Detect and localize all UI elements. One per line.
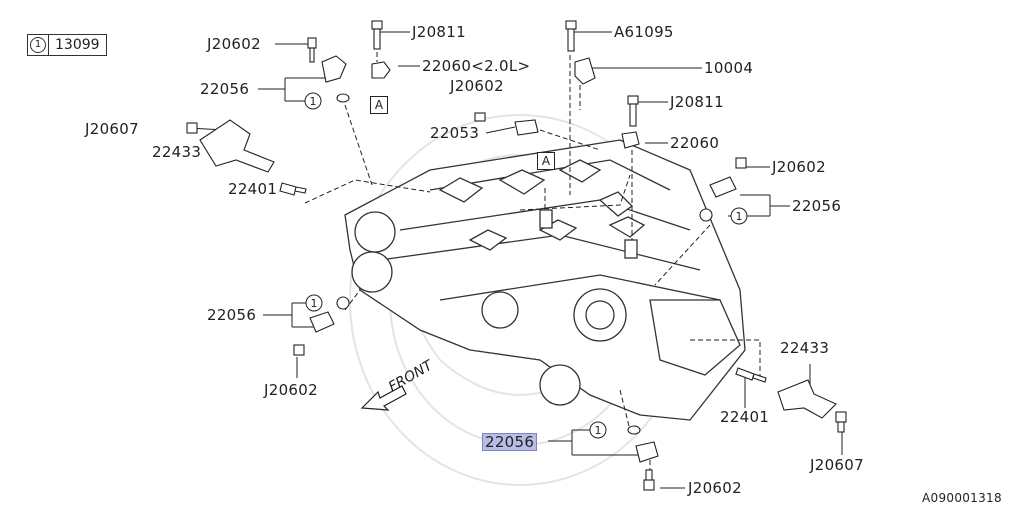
callout-j20811-b[interactable]: J20811 xyxy=(670,93,724,111)
ref-box-a-top: A xyxy=(370,96,388,114)
callout-22056-d-highlighted[interactable]: 22056 xyxy=(482,433,538,451)
circle-mark-1: 1 xyxy=(310,95,317,108)
callout-22056-b[interactable]: 22056 xyxy=(792,197,842,215)
circle-mark-2: 1 xyxy=(736,210,743,223)
callout-22056-c[interactable]: 22056 xyxy=(207,306,257,324)
key-symbol: 1 xyxy=(30,37,46,53)
circle-mark-3: 1 xyxy=(311,297,318,310)
callout-a61095[interactable]: A61095 xyxy=(614,23,674,41)
callout-22401-a[interactable]: 22401 xyxy=(228,180,278,198)
ref-box-a-center: A xyxy=(537,152,555,170)
callout-j20602-c[interactable]: J20602 xyxy=(772,158,826,176)
callout-j20602-e[interactable]: J20602 xyxy=(688,479,742,497)
circle-mark-4: 1 xyxy=(595,424,602,437)
front-arrow-icon xyxy=(360,385,407,411)
key-value: 13099 xyxy=(55,37,100,53)
callout-22060-b[interactable]: 22060 xyxy=(670,134,720,152)
callout-j20602-a[interactable]: J20602 xyxy=(207,35,261,53)
front-label: FRONT xyxy=(386,357,437,395)
callout-10004[interactable]: 10004 xyxy=(704,59,754,77)
callout-j20602-b[interactable]: J20602 xyxy=(450,77,504,95)
callout-j20811-a[interactable]: J20811 xyxy=(412,23,466,41)
callout-22056-a[interactable]: 22056 xyxy=(200,80,250,98)
callout-j20602-d[interactable]: J20602 xyxy=(264,381,318,399)
callout-j20607-a[interactable]: J20607 xyxy=(85,120,139,138)
callout-22433-a[interactable]: 22433 xyxy=(152,143,202,161)
dashed-guides xyxy=(304,52,761,478)
callout-j20607-b[interactable]: J20607 xyxy=(810,456,864,474)
key-legend: 1 13099 xyxy=(27,34,107,56)
callout-22401-b[interactable]: 22401 xyxy=(720,408,770,426)
callout-22060-2l[interactable]: 22060<2.0L> xyxy=(422,57,531,75)
callout-22053[interactable]: 22053 xyxy=(430,124,480,142)
small-parts xyxy=(186,20,847,491)
figure-id: A090001318 xyxy=(922,491,1002,505)
cylinder-head xyxy=(344,139,746,421)
callout-22433-b[interactable]: 22433 xyxy=(780,339,830,357)
circle-marks xyxy=(304,92,748,439)
circle-mark-labels: 1 1 1 1 xyxy=(310,95,743,437)
